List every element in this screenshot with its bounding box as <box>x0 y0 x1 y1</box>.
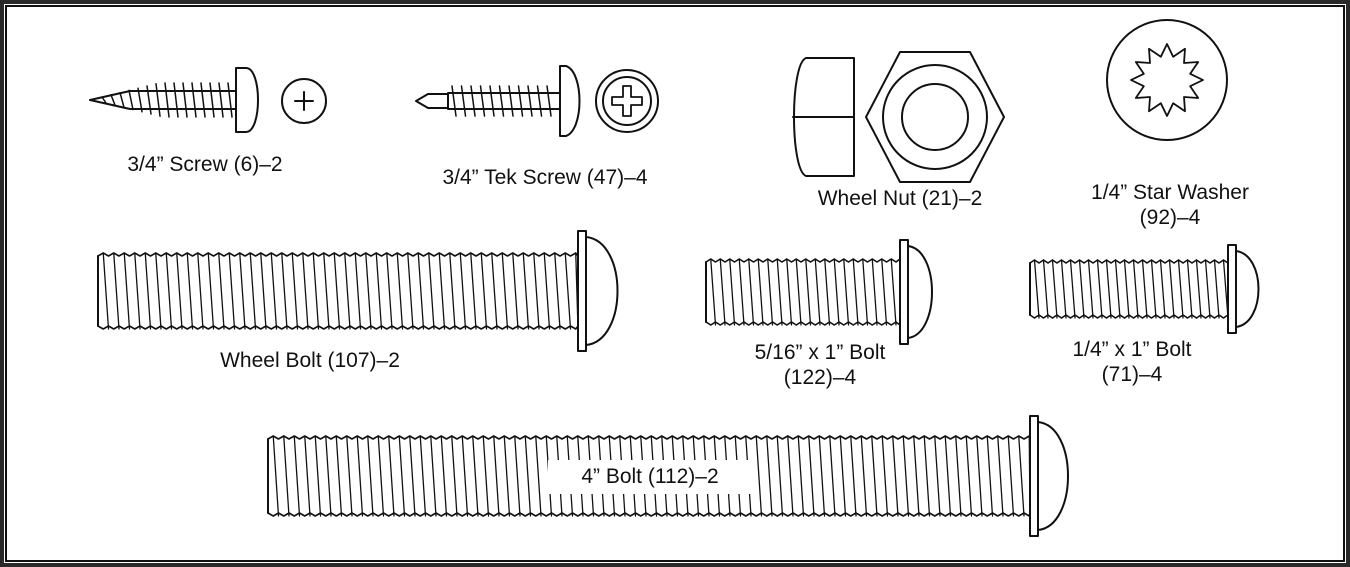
head-flange <box>577 230 587 352</box>
thread-lines <box>102 252 579 330</box>
screw-head-side <box>235 67 259 133</box>
thread-lines <box>710 258 901 326</box>
phillips-recess <box>611 85 643 117</box>
tek-head-inner <box>602 76 652 126</box>
label-wheel-nut: Wheel Nut (21)–2 <box>817 187 983 210</box>
screw-shaft <box>89 90 236 110</box>
tek-shaft <box>447 92 561 110</box>
nut-bore <box>901 83 969 151</box>
star-washer-icon <box>1106 19 1228 141</box>
label-wheel-bolt: Wheel Bolt (107)–2 <box>220 349 400 372</box>
label-tek-screw: 3/4” Tek Screw (47)–4 <box>442 166 648 189</box>
bolt-1-4x1-icon <box>1029 244 1260 334</box>
head-dome <box>585 236 619 346</box>
screw-head-end <box>281 78 327 124</box>
thread-top-edge <box>1029 259 1229 264</box>
head-dome <box>1235 250 1260 328</box>
drill-tip <box>415 93 449 109</box>
label-screw-3-4: 3/4” Screw (6)–2 <box>127 153 283 176</box>
bolt-4in-icon <box>267 415 1069 537</box>
wheel-bolt-icon <box>97 230 619 352</box>
screw-threads <box>101 82 233 118</box>
phillips-cross <box>294 91 314 111</box>
head-flange <box>899 239 909 345</box>
label-bolt-1-4x1: 1/4” x 1” Bolt (71)–4 <box>1072 338 1192 386</box>
pan-head-screw-icon <box>89 67 327 133</box>
label-bolt-4: 4” Bolt (112)–2 <box>581 465 719 488</box>
tek-head-side <box>559 65 581 137</box>
thread-bottom-edge <box>705 321 901 326</box>
tek-screw-icon <box>415 65 659 137</box>
nut-side <box>793 57 855 177</box>
tek-head-outer <box>595 69 659 133</box>
washer-outline <box>1106 19 1228 141</box>
hex-nut-icon <box>792 51 1005 183</box>
label-bolt-5-16x1: 5/16” x 1” Bolt (122)–4 <box>754 341 886 389</box>
head-dome <box>1037 421 1069 531</box>
thread-top-edge <box>97 252 579 257</box>
bolt-5-16x1-icon <box>705 239 933 345</box>
washer-teeth <box>1130 43 1204 117</box>
label-backing <box>548 460 754 494</box>
head-dome <box>907 245 933 339</box>
tek-threads <box>451 85 552 117</box>
nut-chamfer <box>882 64 988 170</box>
head-flange <box>1227 244 1237 334</box>
head-flange <box>1029 415 1039 537</box>
label-star-washer: 1/4” Star Washer (92)–4 <box>1091 181 1249 229</box>
nut-hex-face <box>865 51 1005 183</box>
thread-bottom-edge <box>267 512 1031 517</box>
thread-lines <box>1033 259 1229 319</box>
